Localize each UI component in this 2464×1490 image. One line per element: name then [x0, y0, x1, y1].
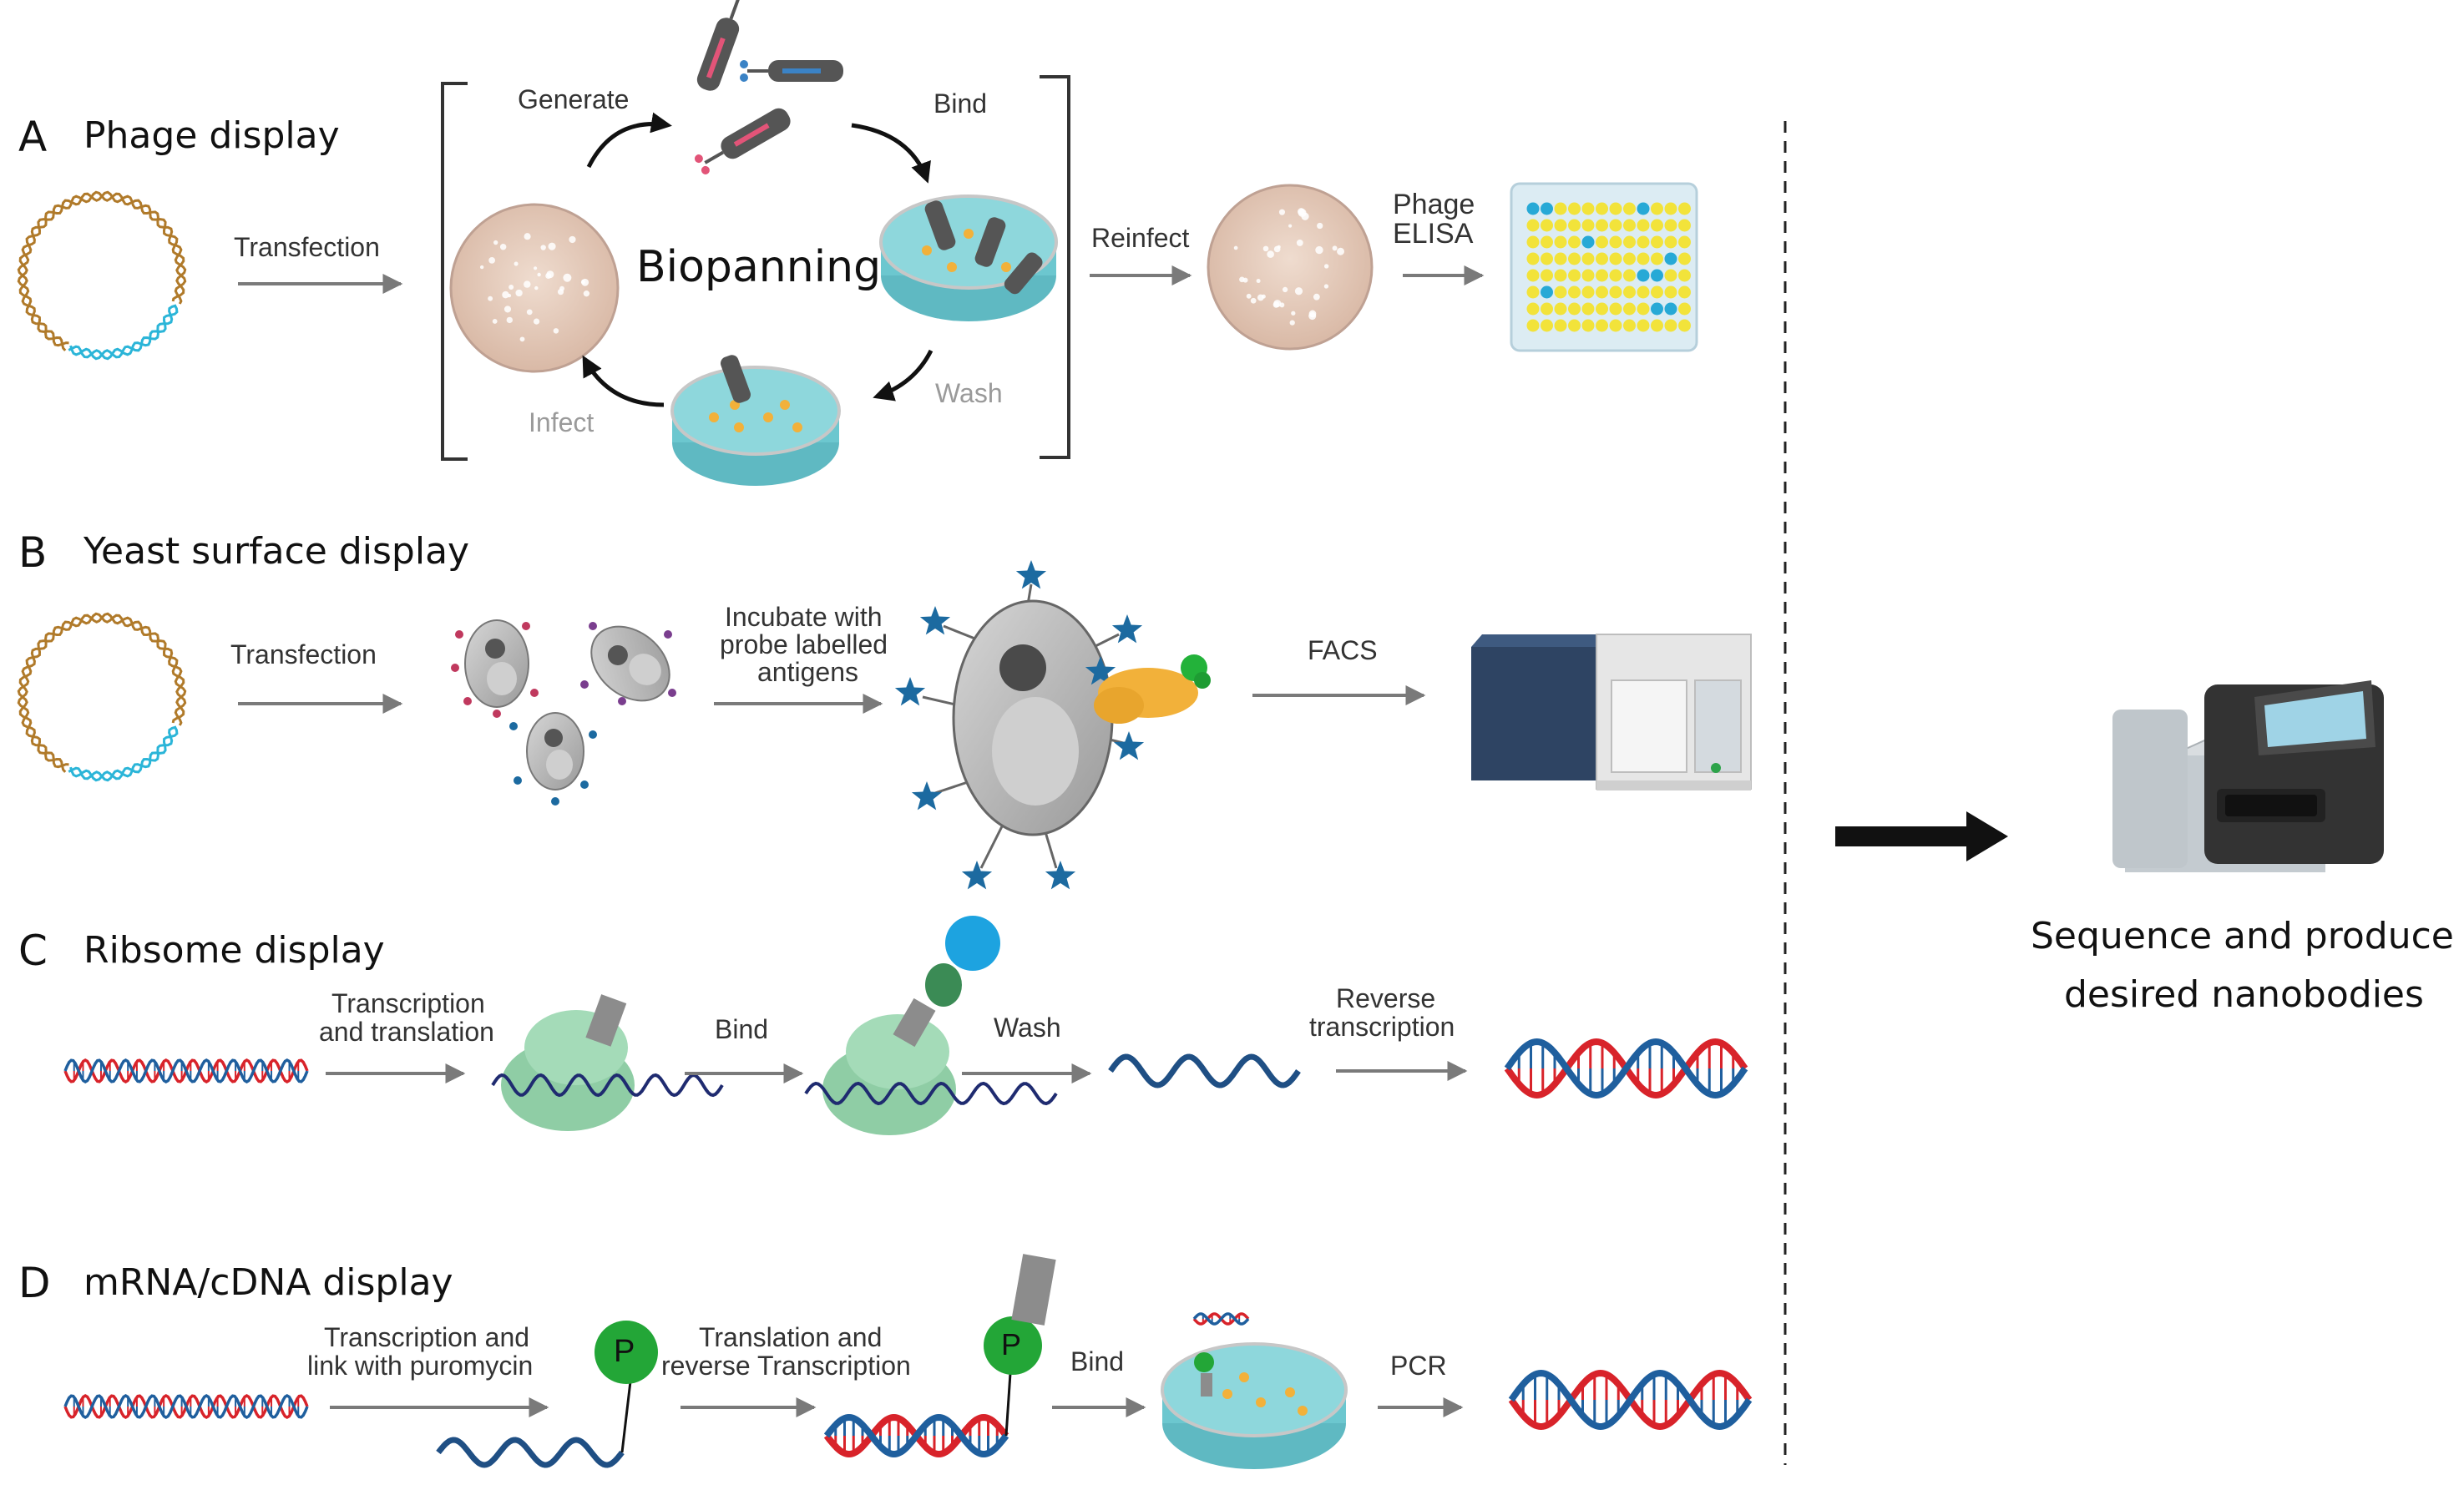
agar-plate-biopanning: [449, 203, 620, 373]
arrow-generate: [586, 112, 672, 169]
label-phage-elisa-1: Phage: [1393, 189, 1475, 220]
dna-product-d: [1508, 1369, 1753, 1431]
label-transcription-1: Transcription: [331, 988, 485, 1018]
elisa-plate: [1510, 182, 1698, 352]
facs-machine: [1471, 634, 1752, 790]
label-translation-rt-1: Translation and: [699, 1322, 883, 1352]
bracket-right: [1040, 75, 1070, 459]
plasmid-b: [17, 612, 187, 782]
label-pcr: PCR: [1390, 1351, 1447, 1381]
ribosome-complex-2: [804, 916, 1058, 1135]
label-reinfect: Reinfect: [1091, 223, 1190, 253]
label-transfection-a: Transfection: [234, 232, 380, 262]
plasmid-a: [17, 190, 187, 361]
phage-particles: [694, 0, 843, 174]
section-title-b: Yeast surface display: [83, 530, 470, 573]
label-transcription-2: and translation: [319, 1017, 494, 1047]
label-incubate-2: probe labelled: [720, 629, 888, 659]
yeast-library-cells: [451, 619, 676, 806]
bracket-left: [441, 82, 468, 461]
label-wash-c: Wash: [994, 1013, 1061, 1043]
sequencer-machine: [2112, 680, 2384, 872]
label-phage-elisa-2: ELISA: [1393, 218, 1474, 250]
final-label-1: Sequence and produce: [2031, 915, 2454, 957]
yeast-cell-large: [894, 560, 1211, 890]
dna-template-c: [63, 1058, 309, 1084]
petri-dish-bind: [879, 194, 1058, 321]
section-letter-d: D: [18, 1259, 51, 1307]
section-letter-b: B: [18, 528, 48, 577]
label-incubate-3: antigens: [757, 657, 858, 687]
section-title-a: Phage display: [83, 114, 340, 157]
final-label-2: desired nanobodies: [2064, 973, 2424, 1016]
arrow-infect: [582, 355, 665, 407]
label-transcription-link-2: link with puromycin: [307, 1351, 534, 1381]
label-reverse-2: transcription: [1309, 1012, 1455, 1042]
agar-plate-reinfect: [1207, 184, 1374, 351]
arrow-bind-a: [851, 123, 931, 184]
cdna-protein-fusion: [823, 1254, 1056, 1458]
label-bind-a: Bind: [933, 88, 988, 119]
label-bind-d: Bind: [1070, 1346, 1125, 1376]
label-transcription-link-1: Transcription and: [324, 1322, 530, 1352]
dna-product-c: [1504, 1038, 1748, 1099]
mrna-strand: [1108, 1053, 1301, 1088]
section-letter-a: A: [18, 113, 48, 161]
label-facs: FACS: [1308, 635, 1378, 665]
section-title-d: mRNA/cDNA display: [83, 1261, 453, 1304]
label-reverse-1: Reverse: [1336, 983, 1436, 1013]
label-incubate-1: Incubate with: [725, 602, 883, 632]
section-letter-c: C: [18, 927, 48, 975]
puromycin-label-1: P: [614, 1334, 635, 1369]
label-transfection-b: Transfection: [230, 639, 377, 669]
dna-template-d: [63, 1393, 309, 1420]
label-translation-rt-2: reverse Transcription: [661, 1351, 911, 1381]
antigen-probe: [1094, 654, 1211, 724]
label-bind-c: Bind: [715, 1014, 769, 1044]
arrow-wash-a: [873, 349, 933, 402]
petri-dish-bind-d: [1161, 1312, 1348, 1469]
petri-dish-wash: [670, 355, 841, 486]
ribosome-complex-1: [491, 994, 724, 1131]
section-title-c: Ribsome display: [83, 929, 385, 972]
label-biopanning: Biopanning: [636, 242, 882, 292]
label-generate: Generate: [518, 84, 630, 114]
big-arrow: [1835, 811, 2008, 861]
puromycin-label-2: P: [1001, 1327, 1022, 1361]
mrna-puromycin: [436, 1321, 658, 1468]
label-wash-a: Wash: [935, 378, 1003, 408]
label-infect: Infect: [529, 407, 594, 437]
